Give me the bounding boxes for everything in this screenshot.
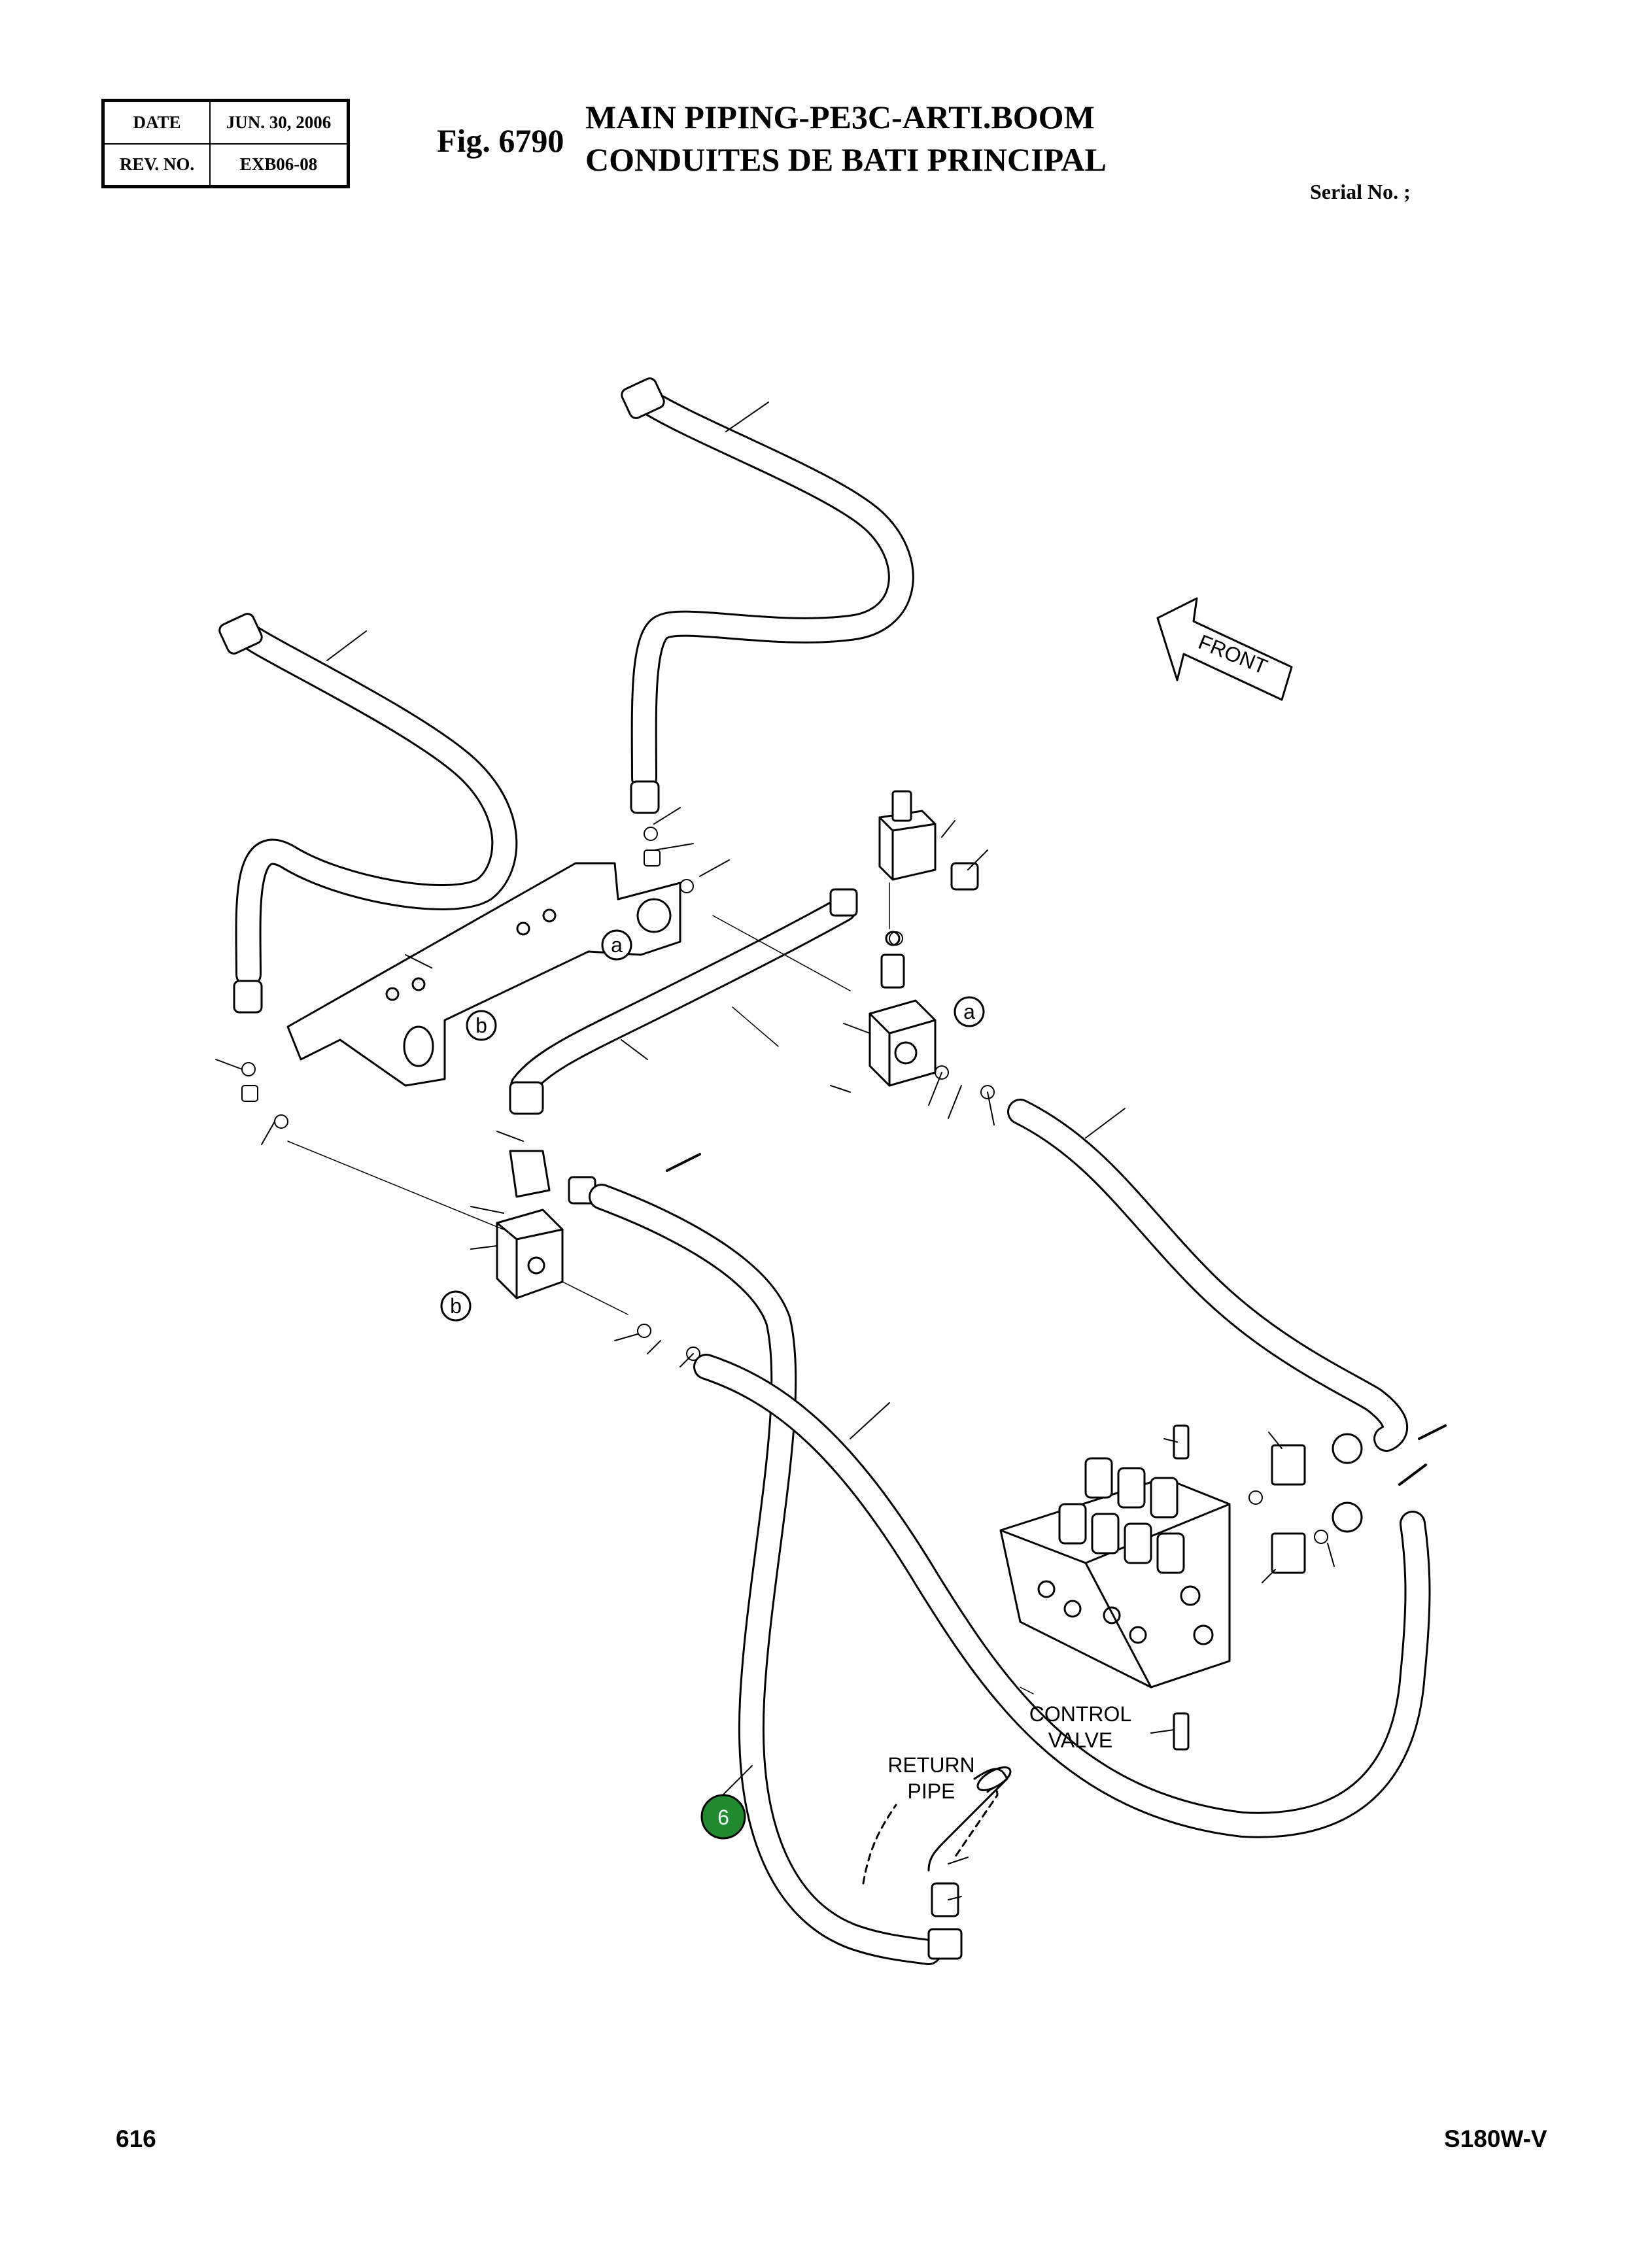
hose-long-left bbox=[589, 1184, 942, 1965]
control-valve bbox=[999, 1424, 1447, 1751]
highlight-marker-6[interactable]: 6 bbox=[700, 1794, 746, 1840]
rev-label: REV. NO. bbox=[102, 143, 211, 188]
valve-block-a bbox=[869, 931, 937, 1087]
callout-b-right: b bbox=[466, 1010, 497, 1041]
serial-number: Serial No. ; bbox=[1310, 180, 1411, 203]
highlight-marker-label: 6 bbox=[717, 1806, 729, 1829]
hose-middle bbox=[509, 888, 858, 1115]
page-number: 616 bbox=[116, 2125, 156, 2152]
callout-b2-label: b bbox=[450, 1294, 462, 1318]
title-english: MAIN PIPING-PE3C-ARTI.BOOM bbox=[585, 99, 1095, 135]
hose-long-loop bbox=[693, 1354, 1431, 1838]
date-label: DATE bbox=[102, 99, 211, 145]
callout-b-label: b bbox=[475, 1014, 487, 1037]
rev-value: EXB06-08 bbox=[209, 143, 349, 188]
hose-top-center bbox=[621, 377, 914, 814]
callout-b-left: b bbox=[440, 1290, 472, 1322]
revision-table: DATE JUN. 30, 2006 REV. NO. EXB06-08 bbox=[101, 99, 350, 188]
control-valve-label-line1: CONTROL bbox=[1029, 1702, 1131, 1726]
figure-number: Fig. 6790 bbox=[437, 122, 564, 159]
callout-a2-label: a bbox=[963, 1000, 975, 1023]
return-pipe bbox=[862, 1766, 1012, 1960]
callout-a-right: a bbox=[954, 996, 985, 1027]
callout-a-label: a bbox=[611, 933, 623, 957]
hose-right bbox=[1007, 1099, 1409, 1452]
valve-block-top bbox=[878, 790, 979, 891]
model-number: S180W-V bbox=[1444, 2125, 1547, 2152]
hose-top-left bbox=[218, 613, 518, 1014]
callout-a-left: a bbox=[601, 929, 632, 961]
return-pipe-label-line1: RETURN bbox=[887, 1753, 974, 1777]
fittings-and-leaders bbox=[215, 807, 1335, 1900]
title-french: CONDUITES DE BATI PRINCIPAL bbox=[585, 141, 1107, 178]
control-valve-label-line2: VALVE bbox=[1048, 1728, 1112, 1752]
front-arrow: FRONT bbox=[1156, 597, 1293, 701]
return-pipe-label-line2: PIPE bbox=[908, 1779, 955, 1803]
date-value: JUN. 30, 2006 bbox=[209, 99, 349, 145]
